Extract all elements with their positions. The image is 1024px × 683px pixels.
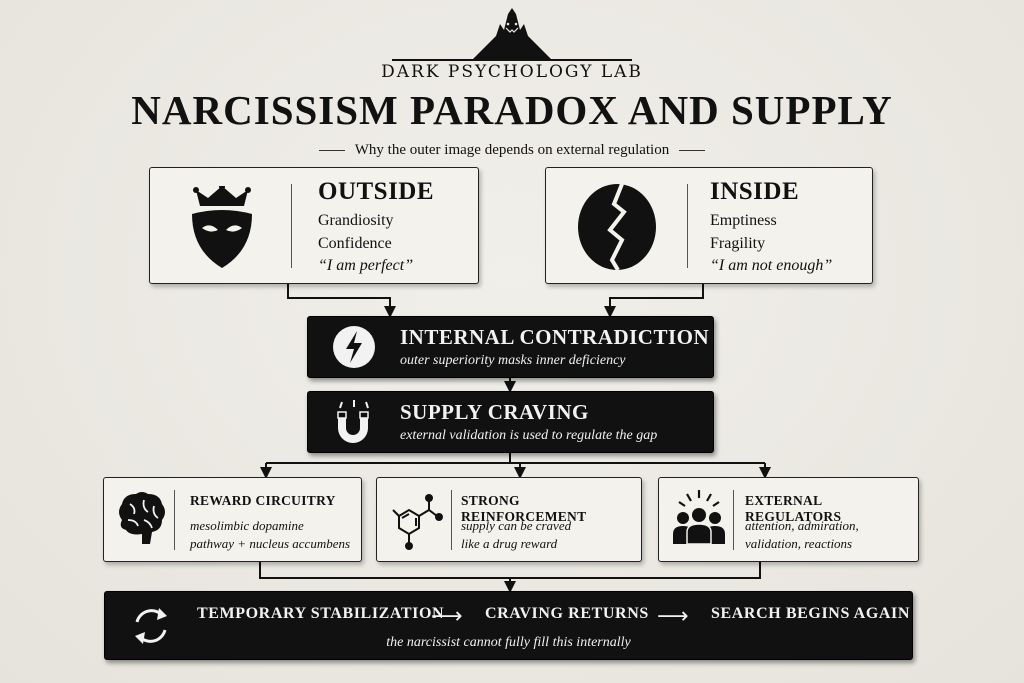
outside-line: Confidence [318, 235, 392, 252]
cycle-box: TEMPORARY STABILIZATION ⟶ CRAVING RETURN… [104, 591, 913, 660]
outside-box: OUTSIDE Grandiosity Confidence “I am per… [149, 167, 479, 284]
inside-box: INSIDE Emptiness Fragility “I am not eno… [545, 167, 873, 284]
cycle-step-search: SEARCH BEGINS AGAIN [711, 605, 911, 622]
contradiction-subtext: outer superiority masks inner deficiency [400, 353, 626, 368]
inside-heading: INSIDE [710, 178, 800, 205]
reinforce-divider [451, 490, 452, 550]
outside-quote: “I am perfect” [318, 257, 414, 274]
reinforce-line: like a drug reward [461, 536, 558, 551]
cracked-stone-icon [576, 182, 658, 276]
magnet-icon [330, 398, 380, 452]
regulators-line: attention, admiration, [745, 518, 859, 533]
cycle-arrow-icon: ⟶ [657, 604, 689, 629]
cycle-step-craving: CRAVING RETURNS [485, 605, 649, 622]
regulators-line: validation, reactions [745, 536, 853, 551]
strong-reinforcement-box: STRONG REINFORCEMENT supply can be crave… [376, 477, 642, 562]
lightning-icon [332, 325, 376, 373]
reinforce-heading: STRONG REINFORCEMENT [461, 493, 587, 524]
cycle-arrows-icon [129, 604, 173, 652]
outside-heading: OUTSIDE [318, 178, 435, 205]
lab-name: DARK PSYCHOLOGY LAB [381, 62, 643, 82]
external-regulators-box: EXTERNAL REGULATORS attention, admiratio… [658, 477, 919, 562]
crowned-mask-icon [186, 184, 258, 274]
reinforce-line: supply can be craved [461, 518, 572, 533]
craving-heading: SUPPLY CRAVING [400, 400, 589, 424]
reward-line: pathway + nucleus accumbens [190, 536, 351, 551]
subtitle-text: Why the outer image depends on external … [354, 142, 670, 158]
inside-line: Fragility [710, 235, 766, 252]
internal-contradiction-box: INTERNAL CONTRADICTION outer superiority… [307, 316, 714, 378]
cycle-arrow-icon: ⟶ [431, 604, 463, 629]
outside-divider [291, 184, 292, 268]
subtitle-dash-right [679, 150, 706, 151]
craving-subtext: external validation is used to regulate … [400, 428, 658, 443]
outside-line: Grandiosity [318, 212, 394, 229]
regulators-heading: EXTERNAL REGULATORS [745, 493, 842, 524]
reward-line: mesolimbic dopamine [190, 518, 304, 533]
logo-underline [392, 59, 632, 61]
supply-craving-box: SUPPLY CRAVING external validation is us… [307, 391, 714, 453]
page-title: NARCISSISM PARADOX AND SUPPLY [131, 87, 893, 133]
inside-quote: “I am not enough” [710, 257, 833, 274]
subtitle-dash-left [318, 150, 345, 151]
brain-icon [114, 490, 168, 550]
reward-heading: REWARD CIRCUITRY [190, 493, 336, 508]
page-subtitle: Why the outer image depends on external … [212, 142, 812, 159]
reward-circuitry-box: REWARD CIRCUITRY mesolimbic dopamine pat… [103, 477, 362, 562]
inside-divider [687, 184, 688, 268]
cycle-subtext: the narcissist cannot fully fill this in… [386, 635, 631, 650]
molecule-icon [385, 488, 449, 556]
reward-divider [174, 490, 175, 550]
regulators-divider [733, 490, 734, 550]
group-icon [669, 488, 729, 552]
wolf-pack-logo-icon [462, 6, 562, 62]
cycle-step-stabilization: TEMPORARY STABILIZATION [197, 605, 445, 622]
contradiction-heading: INTERNAL CONTRADICTION [400, 325, 710, 349]
inside-line: Emptiness [710, 212, 777, 229]
